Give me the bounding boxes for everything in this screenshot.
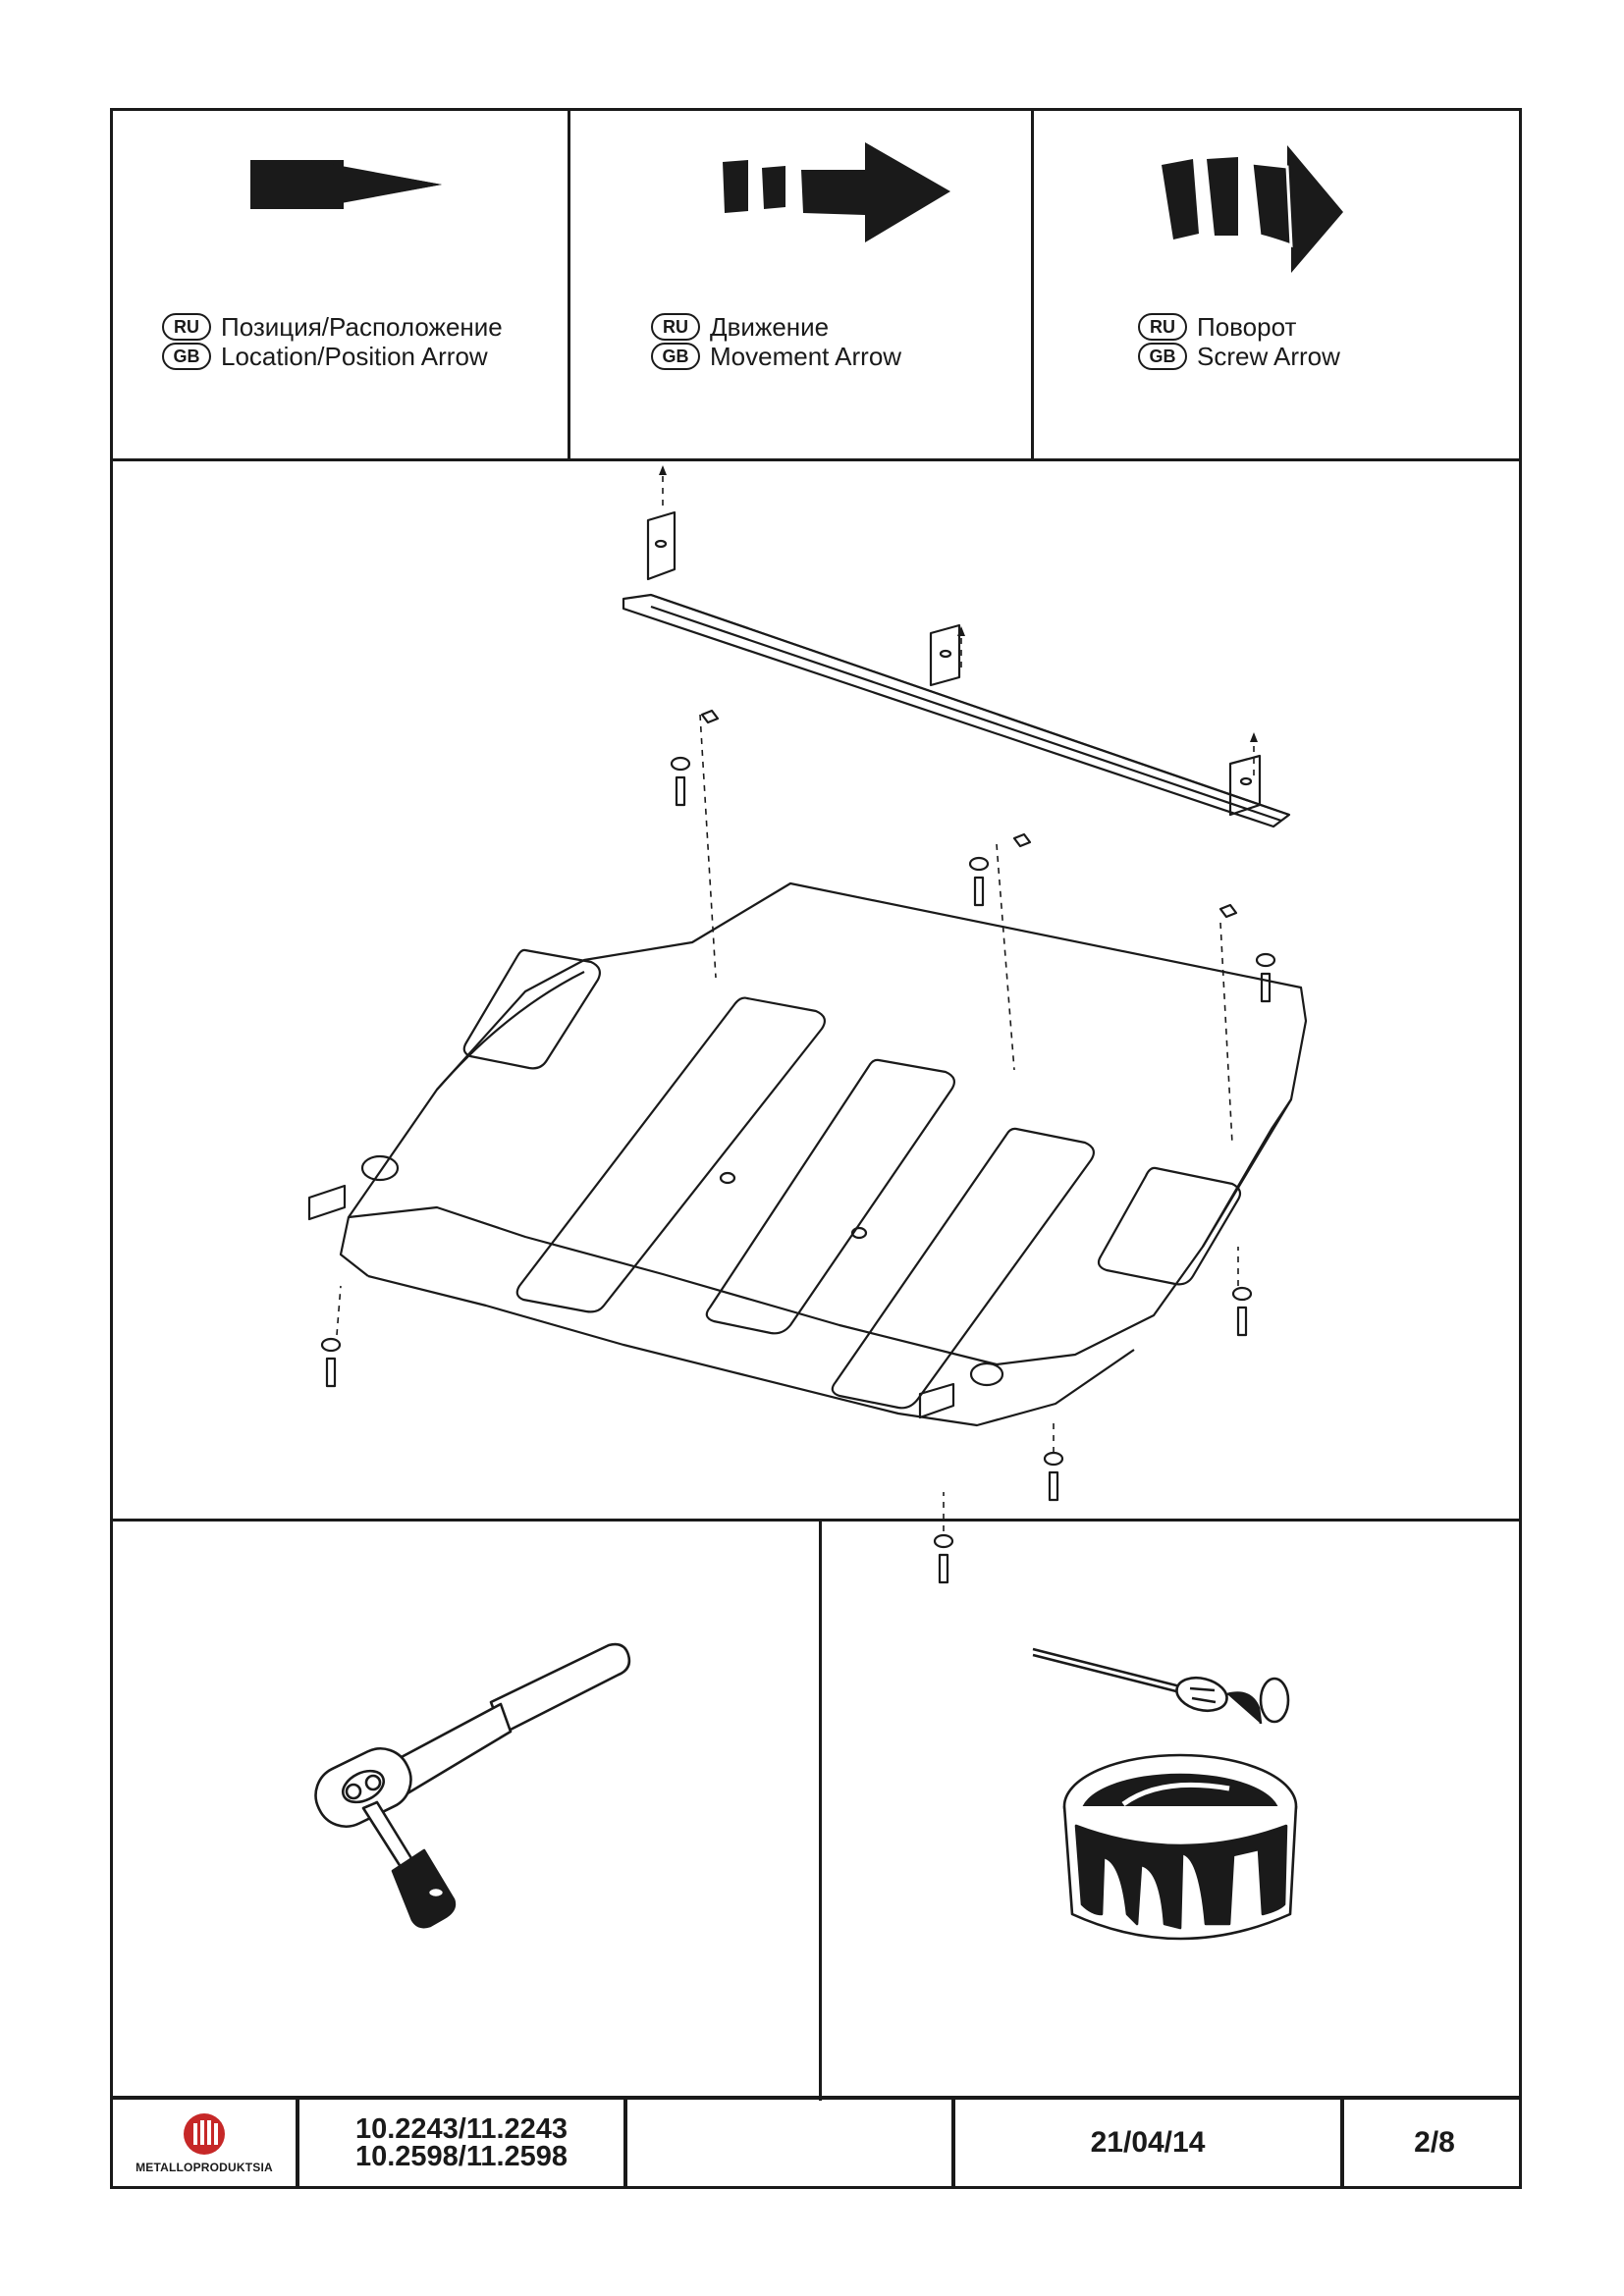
document-frame: RU Позиция/Расположение GB Location/Positi… [110, 108, 1522, 2189]
legend-text-screw: RU Поворот GB Screw Arrow [1138, 312, 1340, 371]
legend-row: RU Позиция/Расположение GB Location/Positi… [113, 111, 1519, 461]
tool-cell-paint [822, 1522, 1525, 2101]
metalloproduktsia-logo [184, 2113, 225, 2155]
assembly-guide-lines [336, 467, 1255, 1531]
legend-ru-label: Движение [710, 312, 830, 342]
legend-gb-label: Location/Position Arrow [221, 342, 488, 371]
assembly-drawing-row [113, 461, 1519, 1584]
ratchet-wrench-icon [314, 1642, 631, 1929]
page-number-cell: 2/8 [1414, 2126, 1455, 2159]
legend-text-location: RU Позиция/Расположение GB Location/Positi… [162, 312, 503, 371]
part-numbers-line-1: 10.2243/11.2243 [354, 2113, 568, 2145]
part-numbers-cell: 10.2243/11.2243 10.2598/11.2598 [299, 2100, 627, 2186]
bolts-and-washers [320, 709, 1276, 1584]
movement-arrow-icon [723, 142, 950, 242]
gb-badge: GB [651, 343, 700, 370]
screw-arrow-icon [1162, 145, 1343, 273]
brand-name: METALLOPRODUKTSIA [135, 2161, 273, 2174]
ru-badge: RU [162, 313, 211, 341]
brand-cell: METALLOPRODUKTSIA [113, 2100, 299, 2186]
blank-cell [627, 2100, 955, 2186]
tool-cell-ratchet [113, 1522, 822, 2101]
gb-badge: GB [162, 343, 211, 370]
skid-plate-assembly-drawing [307, 465, 1308, 1584]
location-arrow-icon [250, 160, 442, 209]
skid-plate [307, 881, 1308, 1427]
legend-text-movement: RU Движение GB Movement Arrow [651, 312, 901, 371]
legend-gb-label: Movement Arrow [710, 342, 902, 371]
ru-badge: RU [1138, 313, 1187, 341]
part-numbers-line-2: 10.2598/11.2598 [354, 2141, 568, 2172]
date-cell: 21/04/14 [955, 2100, 1344, 2186]
legend-ru-label: Поворот [1197, 312, 1297, 342]
legend-cell-screw: RU Поворот GB Screw Arrow [1034, 111, 1525, 458]
ru-badge: RU [651, 313, 700, 341]
legend-cell-location: RU Позиция/Расположение GB Location/Positi… [113, 111, 570, 458]
legend-ru-label: Позиция/Расположение [221, 312, 503, 342]
legend-gb-label: Screw Arrow [1197, 342, 1340, 371]
gb-badge: GB [1138, 343, 1187, 370]
legend-cell-movement: RU Движение GB Movement Arrow [570, 111, 1034, 458]
cross-bar-bracket [622, 510, 1291, 828]
paint-can-brush-icon [1032, 1647, 1298, 1941]
footer-title-block: METALLOPRODUKTSIA 10.2243/11.2243 10.259… [113, 2096, 1519, 2186]
tools-row [113, 1522, 1519, 2101]
